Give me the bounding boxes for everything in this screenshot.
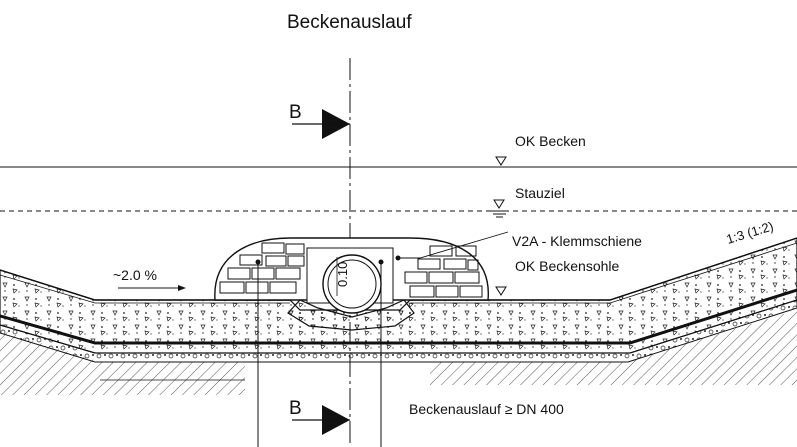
ok-becken-label: OK Becken [515, 133, 586, 149]
section-marker-bottom: B [289, 398, 350, 435]
outlet-spec-label: Beckenauslauf ≥ DN 400 [409, 401, 564, 417]
soil-hatch-right [430, 310, 797, 385]
ok-beckensohle-label: OK Beckensohle [515, 258, 619, 274]
stauziel-level-symbol [490, 199, 509, 218]
masonry-stones [219, 242, 483, 298]
pipe-bedding [287, 299, 415, 331]
side-slope-label: 1:3 (1:2) [724, 218, 775, 247]
membrane-band [0, 288, 797, 345]
ok-becken-level-symbol [495, 156, 507, 166]
stauziel-label: Stauziel [515, 185, 565, 201]
ok-beckensohle-level-symbol [495, 286, 507, 296]
bottom-slope-label: ~2.0 % [113, 267, 157, 283]
clamp-rail-left-dot [255, 259, 261, 265]
slope-arrow [118, 285, 186, 291]
section-marker-top-label: B [289, 102, 302, 123]
section-marker-bottom-label: B [289, 398, 302, 419]
basin-floor-surface-2 [0, 242, 797, 304]
pipe-outer [322, 254, 382, 314]
klemmschiene-leader [398, 231, 509, 259]
pipe-inner [327, 259, 377, 309]
klemmschiene-label: V2A - Klemmschiene [512, 233, 642, 249]
clamp-rail-right-dot [378, 259, 384, 265]
section-marker-top: B [289, 102, 350, 139]
drawing-title: Beckenauslauf [287, 12, 412, 33]
pipe-dim-label: 0.10 [335, 262, 350, 287]
